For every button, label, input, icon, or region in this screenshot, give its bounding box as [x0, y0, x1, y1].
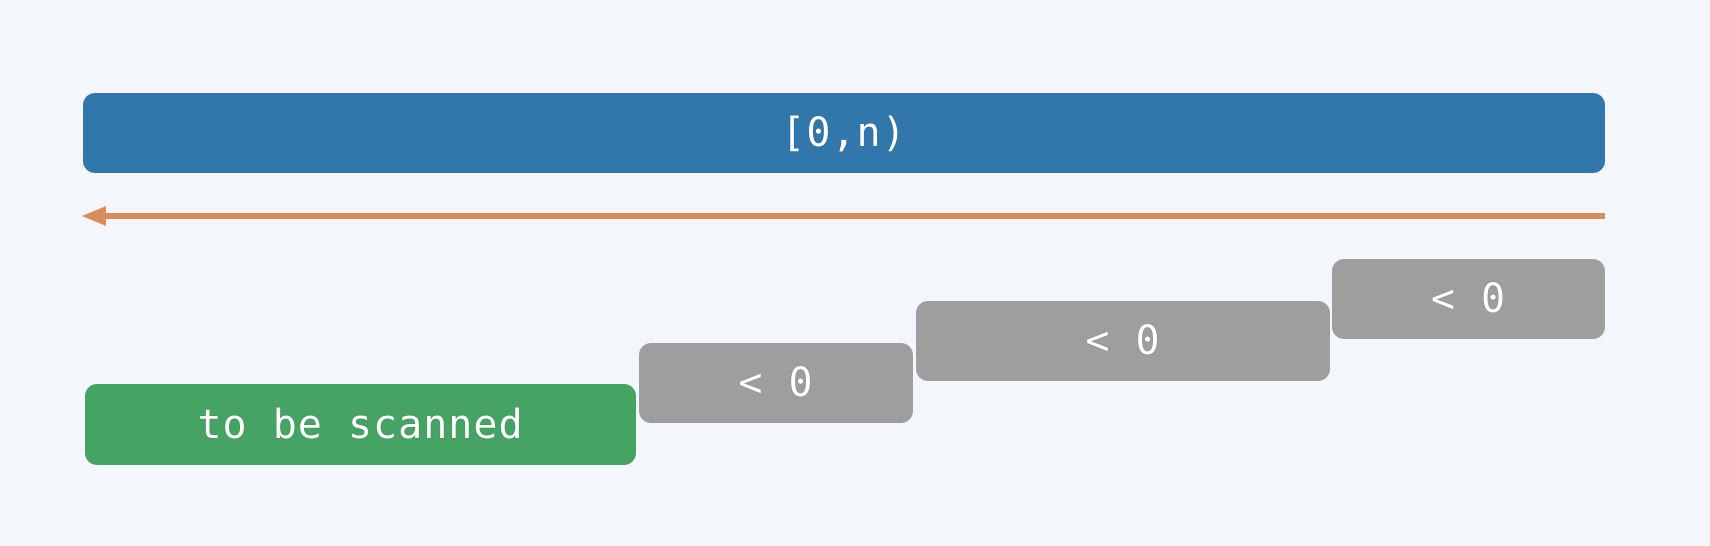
scan-direction-arrow	[80, 202, 1610, 230]
negative-segment-3: < 0	[1332, 259, 1605, 339]
negative-segment-2: < 0	[916, 301, 1330, 381]
to-be-scanned-bar: to be scanned	[85, 384, 636, 465]
negative-segment-1: < 0	[639, 343, 913, 423]
range-label: [0,n)	[781, 110, 907, 156]
segment-label: < 0	[1085, 318, 1161, 364]
range-bar: [0,n)	[83, 93, 1605, 173]
arrow-head-icon	[82, 206, 106, 226]
to-be-scanned-label: to be scanned	[197, 401, 524, 448]
segment-label: < 0	[1430, 276, 1507, 322]
segment-label: < 0	[738, 360, 814, 406]
